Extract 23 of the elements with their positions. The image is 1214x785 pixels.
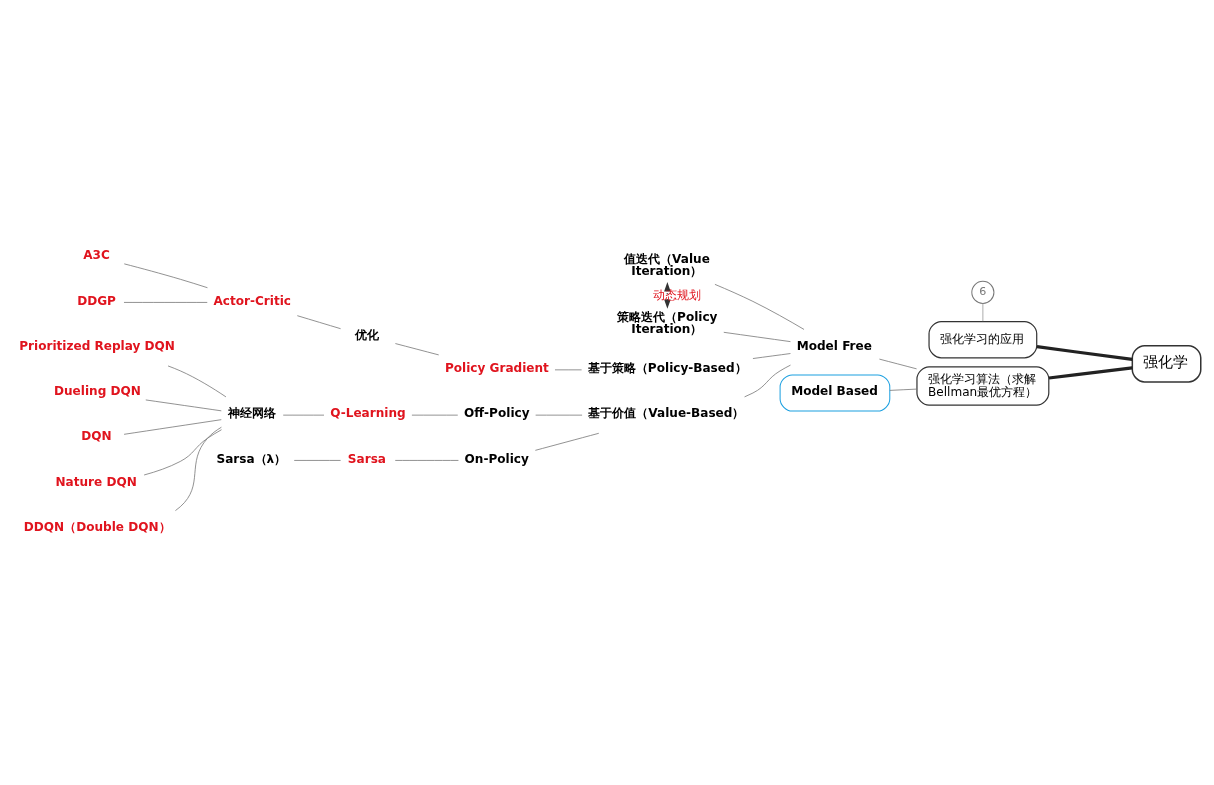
edge-label: 动态规划 [652,287,701,301]
node-text: Sarsa [347,451,386,466]
node-text: A3C [83,247,110,262]
node-text: Sarsa（λ） [216,451,287,466]
node-text: DQN [81,428,112,443]
node-text: 值迭代（Value Iteration） [624,251,710,278]
node-text: Prioritized Replay DQN [19,338,175,353]
node-text: Dueling DQN [54,383,141,398]
node-label: 6 [979,284,987,298]
node-text: Q-Learning [330,405,406,420]
node-text: 优化 [355,327,380,342]
node-text: DDGP [77,293,116,308]
node-text: 基于策略（Policy-Based） [587,360,747,375]
node-text: Actor-Critic [213,293,291,308]
node-text: On-Policy [464,451,529,466]
node-text: 策略迭代（Policy Iteration） [617,309,718,336]
node-text: 神经网络 [227,405,276,420]
node-text: Model Free [796,338,872,353]
node-text: DDQN（Double DQN） [23,519,171,534]
node-text: 基于价值（Value-Based） [588,405,745,420]
node-text: Nature DQN [55,474,137,489]
node-text: Off-Policy [464,405,530,420]
node-text: Policy Gradient [444,360,549,375]
